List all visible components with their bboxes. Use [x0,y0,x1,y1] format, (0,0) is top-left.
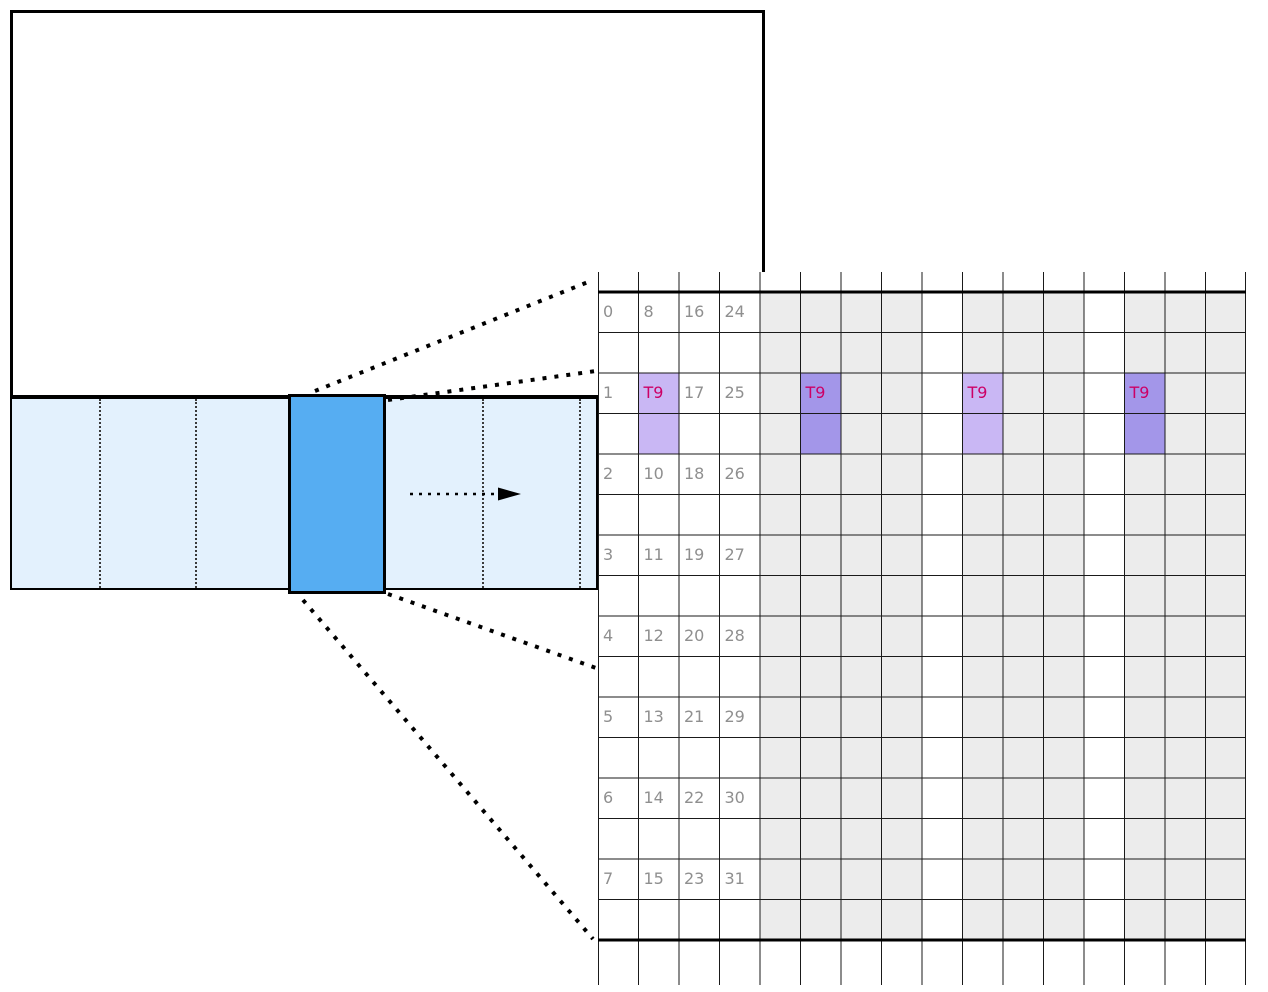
bank-number-label: 16 [684,302,705,321]
bank-number-label: 18 [684,464,705,483]
t9-label: T9 [643,383,664,402]
tile-divider-line [482,399,484,588]
zoom-connector-line-bottom-inner [387,592,597,670]
t9-label: T9 [1129,383,1150,402]
bank-number-label: 10 [643,464,664,483]
bank-number-label: 31 [724,869,745,888]
t9-label: T9 [805,383,826,402]
bank-number-label: 15 [643,869,664,888]
tile-divider-line [99,399,101,588]
bank-number-label: 29 [724,707,745,726]
bank-number-label: 24 [724,302,745,321]
bank-number-label: 22 [684,788,705,807]
bank-number-label: 4 [603,626,614,645]
bank-number-label: 0 [603,302,614,321]
bank-number-label: 3 [603,545,614,564]
bank-number-label: 30 [724,788,745,807]
bank-number-label: 19 [684,545,705,564]
tile-divider-line [579,399,581,588]
tile-divider-line [195,399,197,588]
bank-number-label: 11 [643,545,664,564]
bank-number-label: 28 [724,626,745,645]
bank-number-label: 12 [643,626,664,645]
bank-number-label: 23 [684,869,705,888]
bank-number-label: 7 [603,869,614,888]
zoom-connector-line-bottom-outer [301,598,595,941]
bank-number-label: 8 [643,302,654,321]
bank-grid: 0 8 16 24 1 T9 17 25 2 10 18 26 3 11 19 27 4 12 20 28 5 13 21 2… [598,272,1246,985]
t9-label: T9 [967,383,988,402]
bank-number-label: 27 [724,545,745,564]
bank-number-label: 13 [643,707,664,726]
bank-number-label: 2 [603,464,614,483]
bank-number-label: 25 [724,383,745,402]
highlighted-tile [288,394,386,594]
bank-number-label: 14 [643,788,664,807]
bank-number-label: 6 [603,788,614,807]
bank-number-label: 21 [684,707,705,726]
bank-number-label: 1 [603,383,614,402]
bank-number-label: 17 [684,383,705,402]
bank-number-label: 26 [724,464,745,483]
bank-number-label: 20 [684,626,705,645]
grid-lines [598,272,1246,985]
bank-number-label: 5 [603,707,614,726]
